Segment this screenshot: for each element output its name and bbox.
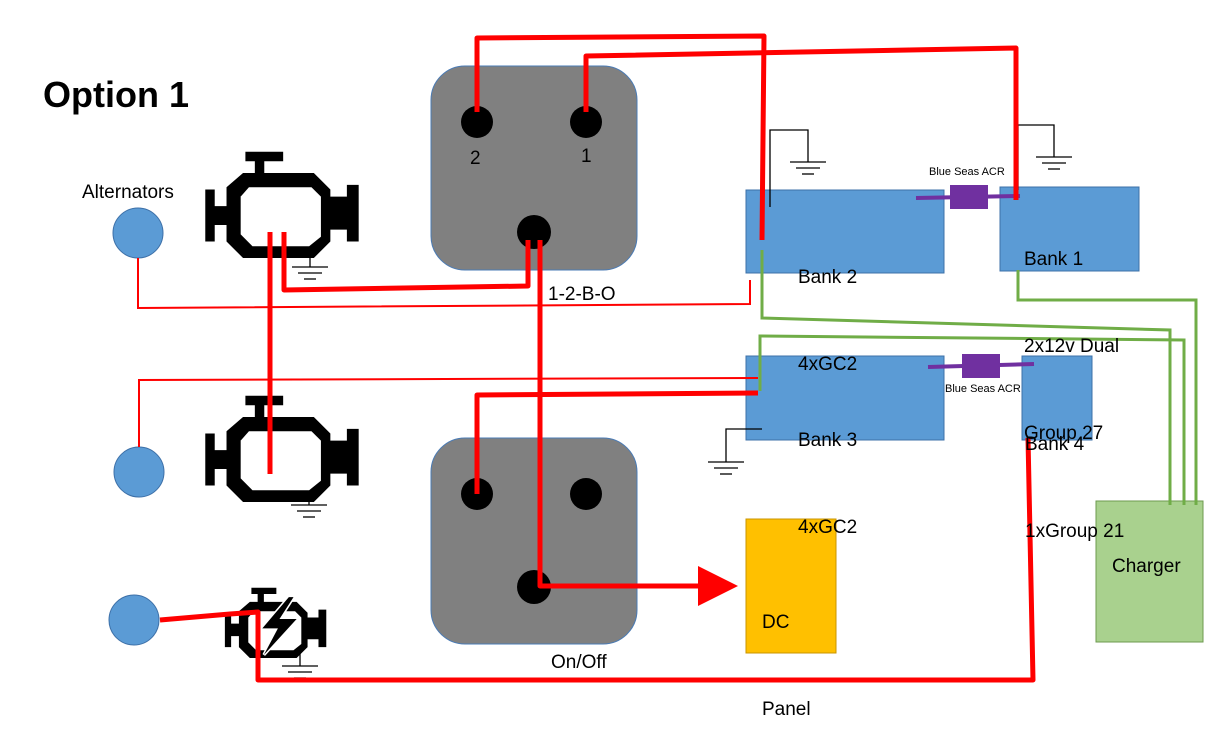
charger-box (1095, 500, 1204, 643)
bank-3-ground (707, 428, 762, 475)
switch-2-label: On/Off (551, 652, 607, 673)
switch-post-2-label: 2 (470, 148, 481, 169)
selector-switch-1 (430, 65, 638, 271)
switch-post-1-label: 1 (581, 146, 592, 167)
bank-2-line-1: Bank 2 (798, 267, 858, 288)
page-title: Option 1 (43, 74, 189, 115)
bank-1-label: Bank 1 2x12v Dual Group 27 (1024, 187, 1119, 477)
alternator-sense-wires (137, 258, 759, 447)
switch-1-label: 1-2-B-O (548, 284, 616, 305)
bank-4-battery (1021, 355, 1093, 441)
bank-2-ground (769, 129, 827, 207)
engine-2-icon (205, 396, 358, 502)
bank-4-line-1: Bank 4 (1025, 434, 1085, 455)
alternator-3-icon (108, 594, 160, 646)
charger-label: Charger (1112, 556, 1181, 577)
alternators-label: Alternators (82, 182, 174, 203)
dc-panel-label: DC Panel (762, 550, 811, 753)
bank-3-line-2: 4xGC2 (798, 517, 858, 538)
bank-2-battery (745, 189, 945, 274)
dc-panel-box (745, 518, 837, 654)
acr-top-label: Blue Seas ACR (929, 166, 1005, 178)
dc-panel-line-1: DC (762, 612, 790, 633)
bank-1-line-2: 2x12v Dual (1024, 336, 1120, 357)
bank-2-line-2: 4xGC2 (798, 354, 858, 375)
wiring-diagram (108, 33, 1204, 683)
bank-3-battery (745, 355, 945, 441)
bank-1-battery (999, 186, 1140, 272)
bank-4-line-2: 1xGroup 21 (1025, 521, 1125, 542)
acr-top (915, 185, 1021, 209)
bank-3-label: Bank 3 4xGC2 (798, 368, 857, 571)
bank-3-line-1: Bank 3 (798, 430, 858, 451)
bank-2-label: Bank 2 4xGC2 (798, 205, 857, 408)
on-off-switch (430, 437, 638, 645)
engine-electric-icon (222, 585, 329, 660)
charger-wires (758, 250, 1198, 505)
dc-panel-line-2: Panel (762, 699, 811, 720)
acr-bottom (927, 354, 1035, 378)
acr-bottom-label: Blue Seas ACR (945, 383, 1021, 395)
alternator-1-icon (112, 207, 164, 259)
bank-1-line-1: Bank 1 (1024, 249, 1084, 270)
bank-1-ground (1017, 124, 1073, 190)
bank-1-line-3: Group 27 (1024, 423, 1104, 444)
main-wires (159, 33, 1036, 683)
bank-4-label: Bank 4 1xGroup 21 (1025, 372, 1124, 575)
alternator-2-icon (113, 446, 165, 498)
